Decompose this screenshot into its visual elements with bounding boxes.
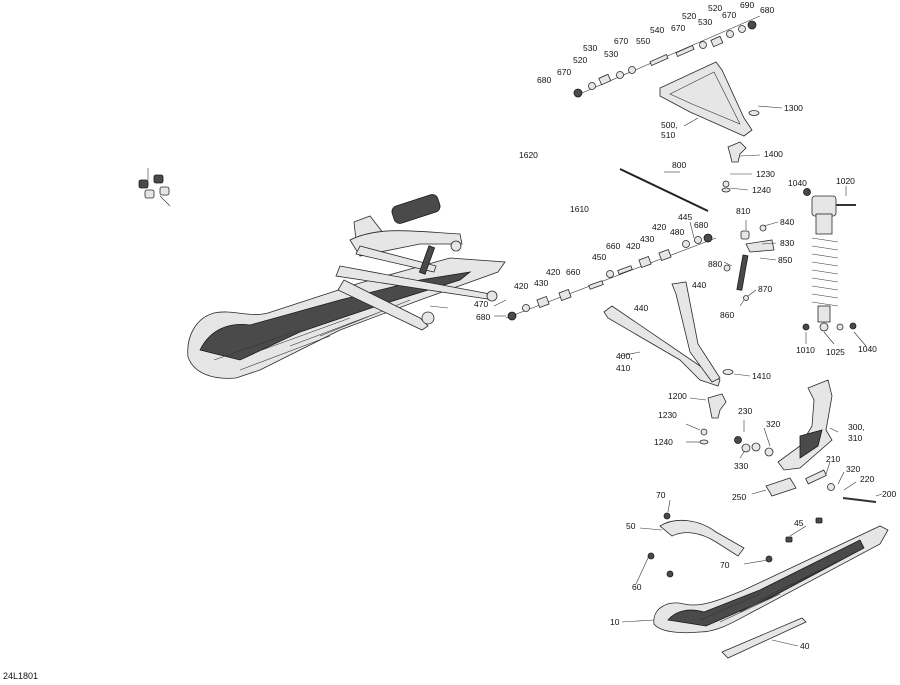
callout-label: 680 [537,75,551,85]
callout-label: 300, [848,422,865,432]
callout-label: 530 [583,43,597,53]
callout-label: 530 [604,49,618,59]
shock-absorber-illustration [802,195,857,332]
diagram-code: 24L1801 [3,671,39,681]
hardware-illustration [138,141,856,301]
callout-label: 45 [794,518,804,528]
callout-label: 470 [474,299,488,309]
callout-label: 1240 [654,437,673,447]
callout-label: 1010 [796,345,815,355]
callout-label: 420 [626,241,640,251]
callout-label: 850 [778,255,792,265]
callout-label: 1040 [788,178,807,188]
assembled-ski-illustration [187,194,506,379]
callout-label: 500, [661,120,678,130]
callout-label: 220 [860,474,874,484]
callout-label: 800 [672,160,686,170]
lower-a-arm-illustration [505,233,734,445]
callout-label: 250 [732,492,746,502]
callout-label: 1240 [752,185,771,195]
upper-a-arm-illustration [573,15,761,137]
callout-label: 450 [592,252,606,262]
callout-label: 1025 [826,347,845,357]
callout-label: 1230 [658,410,677,420]
callout-label: 1300 [784,103,803,113]
callout-label: 1620 [519,150,538,160]
callout-label: 420 [652,222,666,232]
callout-label: 200 [882,489,896,499]
callout-label: 1200 [668,391,687,401]
callout-label: 1610 [570,204,589,214]
callout-label: 1040 [858,344,877,354]
callout-label: 1400 [764,149,783,159]
callout-label: 550 [636,36,650,46]
callout-label: 660 [566,267,580,277]
callout-label: 430 [534,278,548,288]
callout-label: 1230 [756,169,775,179]
callout-label: 445 [678,212,692,222]
callout-label: 420 [546,267,560,277]
callout-label: 530 [698,17,712,27]
callout-label: 70 [720,560,730,570]
callout-label: 880 [708,259,722,269]
callout-label: 520 [682,11,696,21]
callout-label: 810 [736,206,750,216]
callout-label: 70 [656,490,666,500]
callout-label: 10 [610,617,620,627]
callout-label: 670 [614,36,628,46]
callout-label: 690 [740,0,754,10]
callout-label: 50 [626,521,636,531]
callout-label: 670 [557,67,571,77]
callout-label: 440 [692,280,706,290]
callout-label: 520 [573,55,587,65]
callout-label: 540 [650,25,664,35]
callout-label: 420 [514,281,528,291]
ski-leg-illustration [734,379,877,503]
callout-label: 680 [694,220,708,230]
callout-label: 440 [634,303,648,313]
ski-illustration [647,512,889,659]
callout-label: 410 [616,363,630,373]
callout-label: 860 [720,310,734,320]
callout-label: 680 [476,312,490,322]
callout-label: 430 [640,234,654,244]
callout-label: 210 [826,454,840,464]
callout-label: 670 [722,10,736,20]
callout-label: 400, [616,351,633,361]
callout-label: 510 [661,130,675,140]
callout-label: 660 [606,241,620,251]
callout-label: 680 [760,5,774,15]
callout-label: 230 [738,406,752,416]
callout-label: 310 [848,433,862,443]
callout-label: 840 [780,217,794,227]
callout-label: 320 [846,464,860,474]
callout-labels: 520 530 670 690 680 540 550 670 520 530 … [474,0,896,651]
leader-lines [147,105,883,647]
callout-label: 1020 [836,176,855,186]
callout-label: 480 [670,227,684,237]
callout-label: 330 [734,461,748,471]
callout-label: 670 [671,23,685,33]
callout-label: 520 [708,3,722,13]
callout-label: 40 [800,641,810,651]
callout-label: 1410 [752,371,771,381]
callout-label: 60 [632,582,642,592]
callout-label: 870 [758,284,772,294]
callout-label: 320 [766,419,780,429]
callout-label: 830 [780,238,794,248]
